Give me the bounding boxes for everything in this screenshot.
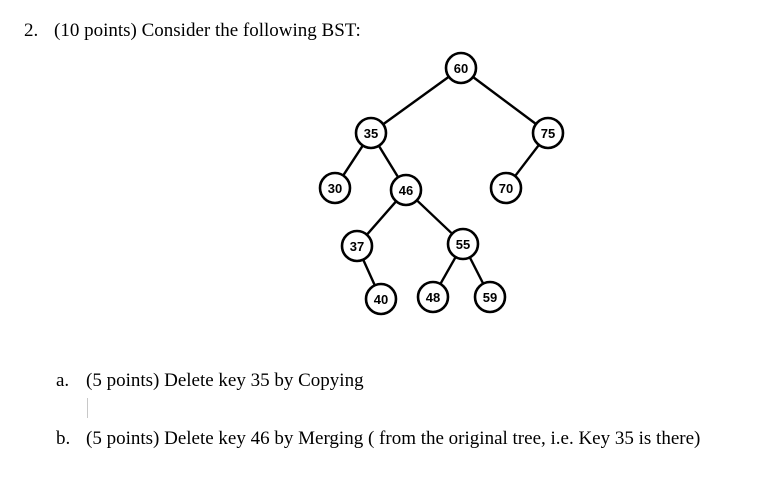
tree-node-label: 48 xyxy=(426,290,440,305)
tree-node-circle xyxy=(364,282,398,316)
tree-node-46: 46 xyxy=(389,173,423,207)
tree-node-label: 35 xyxy=(364,126,378,141)
tree-node-40: 40 xyxy=(364,282,398,316)
part-a-letter: a. xyxy=(56,370,70,391)
part-b-letter: b. xyxy=(56,428,71,449)
tree-node-label: 59 xyxy=(483,290,497,305)
tree-node-label: 70 xyxy=(499,181,513,196)
tree-edge-35-30 xyxy=(342,144,364,177)
tree-node-label: 55 xyxy=(456,237,470,252)
tree-node-37: 37 xyxy=(340,229,374,263)
tree-edge-37-40 xyxy=(362,259,376,286)
tree-node-circle xyxy=(489,171,523,205)
tree-node-circle xyxy=(340,229,374,263)
text-cursor xyxy=(87,398,88,418)
part-a: a. (5 points) Delete key 35 by Copying xyxy=(56,371,364,390)
tree-node-70: 70 xyxy=(489,171,523,205)
tree-node-48: 48 xyxy=(416,280,450,314)
tree-node-circle xyxy=(446,227,480,261)
tree-node-60: 60 xyxy=(444,51,478,85)
tree-node-label: 37 xyxy=(350,239,364,254)
part-b-text: (5 points) Delete key 46 by Merging ( fr… xyxy=(86,428,701,449)
tree-node-circle xyxy=(389,173,423,207)
tree-node-55: 55 xyxy=(446,227,480,261)
question-number: 2. xyxy=(24,20,39,41)
tree-edge-75-70 xyxy=(514,144,540,177)
tree-node-circle xyxy=(473,280,507,314)
tree-node-circle xyxy=(444,51,478,85)
tree-edge-60-75 xyxy=(472,76,537,125)
question-heading: 2. (10 points) Consider the following BST… xyxy=(24,21,361,40)
tree-node-35: 35 xyxy=(354,116,388,150)
tree-node-30: 30 xyxy=(318,171,352,205)
tree-node-label: 60 xyxy=(454,61,468,76)
tree-edges xyxy=(342,75,540,286)
part-b: b. (5 points) Delete key 46 by Merging ( … xyxy=(56,429,700,448)
tree-node-circle xyxy=(416,280,450,314)
tree-node-label: 40 xyxy=(374,292,388,307)
tree-node-label: 30 xyxy=(328,181,342,196)
tree-node-59: 59 xyxy=(473,280,507,314)
tree-node-circle xyxy=(354,116,388,150)
tree-edge-46-55 xyxy=(416,199,453,235)
question-text: (10 points) Consider the following BST: xyxy=(54,20,361,41)
tree-edge-35-46 xyxy=(377,145,400,178)
tree-node-label: 46 xyxy=(399,183,413,198)
tree-node-75: 75 xyxy=(531,116,565,150)
part-a-text: (5 points) Delete key 35 by Copying xyxy=(86,370,364,391)
tree-nodes: 60 35 75 30 46 70 37 55 40 48 59 xyxy=(318,51,565,316)
tree-edge-60-35 xyxy=(382,75,450,126)
tree-node-circle xyxy=(318,171,352,205)
tree-node-circle xyxy=(531,116,565,150)
tree-node-label: 75 xyxy=(541,126,555,141)
tree-edge-46-37 xyxy=(365,200,398,236)
tree-edge-55-59 xyxy=(468,256,485,285)
tree-edge-55-48 xyxy=(439,256,457,285)
